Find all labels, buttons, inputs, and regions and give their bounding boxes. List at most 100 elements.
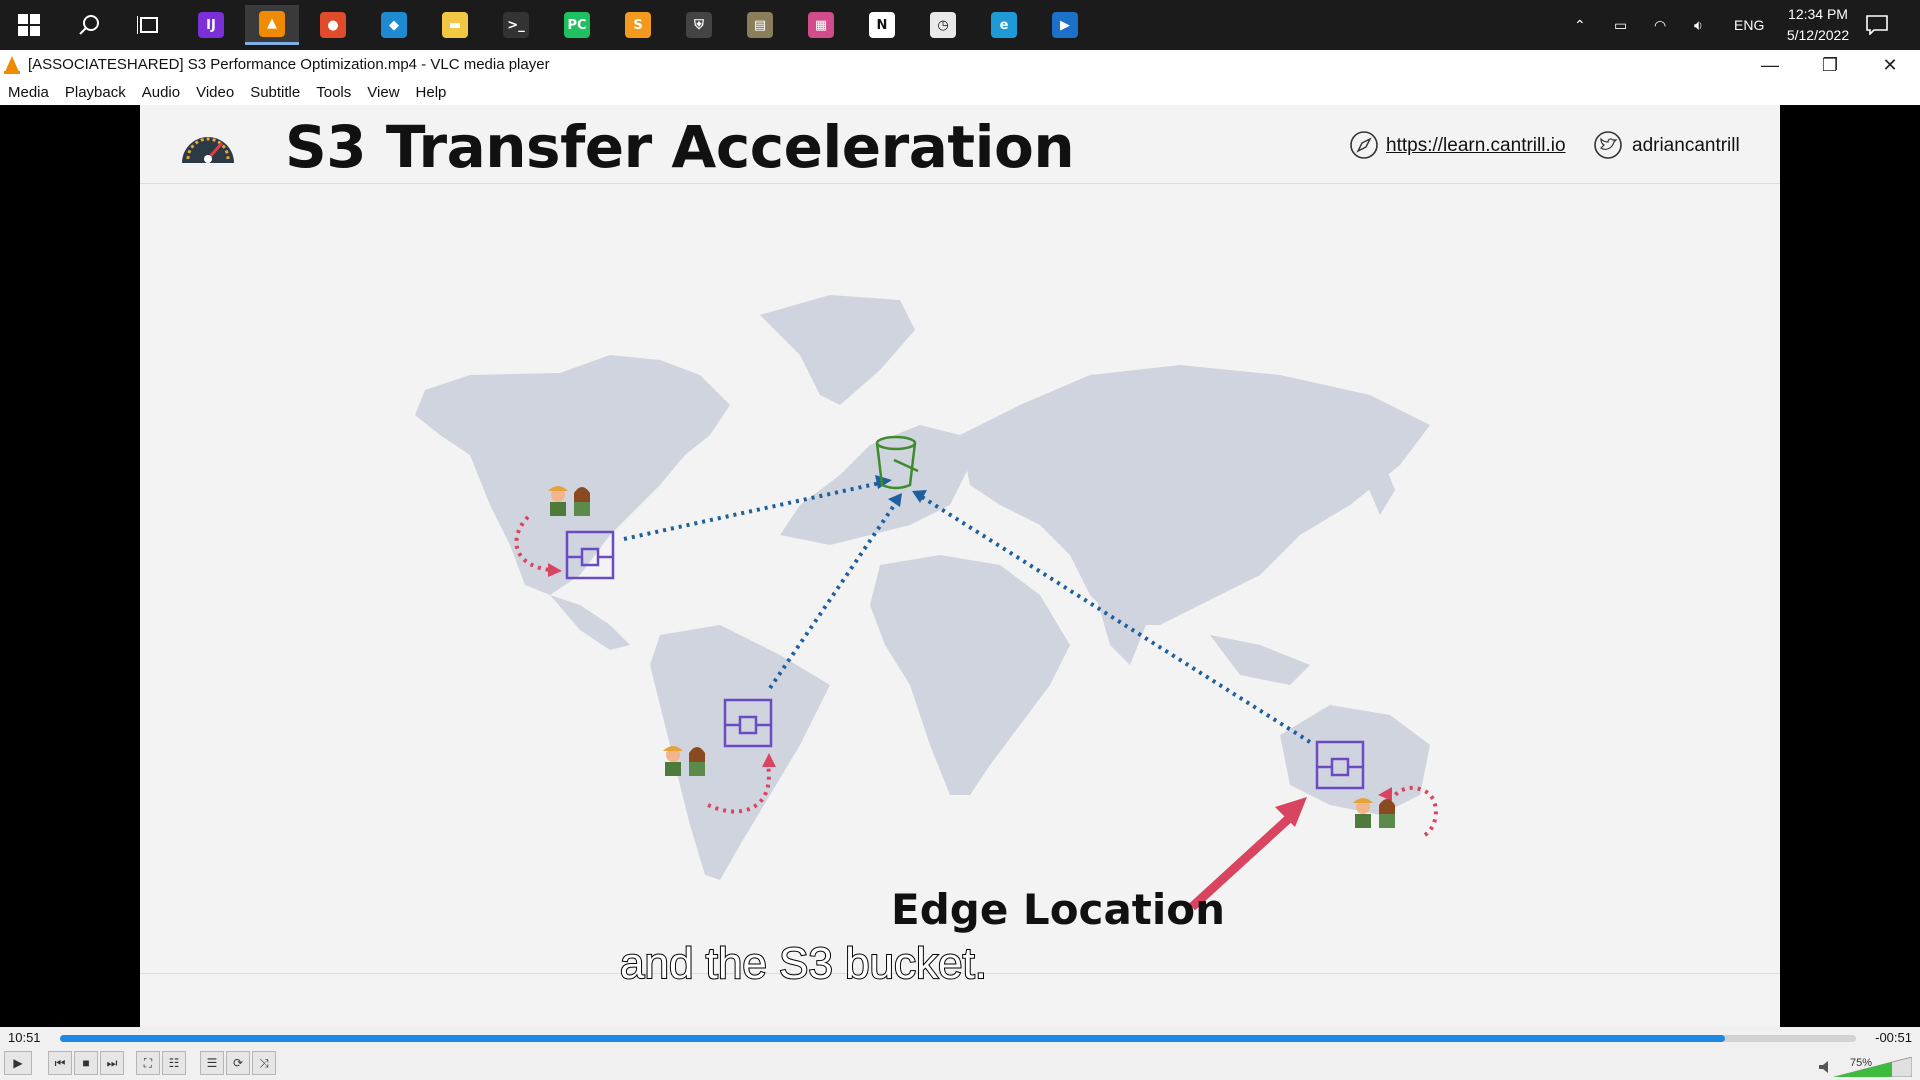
menu-media[interactable]: Media	[8, 84, 49, 101]
playlist-button[interactable]: ☰	[200, 1051, 224, 1075]
menu-bar: Media Playback Audio Video Subtitle Tool…	[0, 81, 1920, 105]
close-button[interactable]: ✕	[1882, 54, 1898, 75]
file-explorer-icon: ▬	[442, 12, 468, 38]
task-view-button[interactable]	[122, 5, 176, 45]
clock-app-icon: ◷	[930, 12, 956, 38]
media-app-icon: ▶	[1052, 12, 1078, 38]
vlc-icon: ▲	[259, 10, 285, 37]
search-button[interactable]	[62, 5, 116, 45]
seek-bar[interactable]	[60, 1035, 1856, 1042]
stop-icon: ■	[82, 1056, 90, 1070]
remaining-time[interactable]: -00:51	[1875, 1030, 1912, 1045]
footer-divider	[140, 973, 1780, 974]
volume-icon[interactable]: 🔉︎	[1694, 16, 1703, 33]
task-view-icon	[137, 16, 158, 34]
clock-time: 12:34 PM	[1788, 6, 1848, 22]
next-icon: ⏭	[106, 1055, 118, 1070]
notion-icon: N	[869, 12, 895, 38]
pycharm-icon: PC	[564, 12, 590, 38]
chrome-taskbar-button[interactable]: ●	[306, 5, 360, 45]
user-group-icons	[548, 486, 1395, 828]
security-icon: ⛨	[686, 12, 712, 38]
media-app-taskbar-button[interactable]: ▶	[1038, 5, 1092, 45]
vscode-taskbar-button[interactable]: ◆	[367, 5, 421, 45]
vlc-cone-icon	[4, 56, 20, 74]
play-button[interactable]: ▶	[4, 1051, 32, 1075]
intellij-taskbar-button[interactable]: IJ	[184, 5, 238, 45]
next-button[interactable]: ⏭	[100, 1051, 124, 1075]
clock-date: 5/12/2022	[1786, 27, 1850, 43]
pink-callout-arrow	[1188, 797, 1307, 911]
menu-playback[interactable]: Playback	[64, 84, 126, 101]
windows-taskbar: IJ ▲ ● ◆ ▬ >_ PC S ⛨ ▤ ▦ N ◷ e ▶ ⌃ ▭ ◠ 🔉︎ ENG 12:34 PM…	[0, 0, 1920, 50]
accelerated-paths	[623, 481, 1312, 744]
elapsed-time: 10:51	[8, 1030, 41, 1045]
twitter-icon	[1594, 131, 1622, 159]
menu-view[interactable]: View	[367, 84, 400, 101]
tray-chevron-icon[interactable]: ⌃	[1574, 16, 1586, 33]
app-grid-icon: ▦	[808, 12, 834, 38]
edge-icon: e	[991, 12, 1017, 38]
sliders-icon: ☷	[168, 1056, 180, 1070]
intellij-icon: IJ	[198, 12, 224, 38]
shuffle-icon: ⤨	[259, 1055, 269, 1070]
edge-location-icons	[565, 530, 1365, 790]
search-icon	[79, 15, 99, 35]
speedometer-icon	[182, 137, 234, 163]
notion-taskbar-button[interactable]: N	[855, 5, 909, 45]
minimize-button[interactable]: —	[1761, 54, 1779, 75]
menu-audio[interactable]: Audio	[141, 84, 181, 101]
previous-button[interactable]: ⏮	[48, 1051, 72, 1075]
volume-slider[interactable]	[1834, 1057, 1912, 1077]
playlist-icon: ☰	[206, 1056, 218, 1070]
twitter-handle: adriancantrill	[1632, 135, 1740, 156]
chrome-icon: ●	[320, 12, 346, 38]
slide-title: S3 Transfer Acceleration	[285, 113, 1075, 181]
compass-icon	[1350, 131, 1378, 159]
security-taskbar-button[interactable]: ⛨	[672, 5, 726, 45]
language-indicator[interactable]: ENG	[1734, 17, 1765, 33]
pycharm-taskbar-button[interactable]: PC	[550, 5, 604, 45]
menu-tools[interactable]: Tools	[316, 84, 352, 101]
wifi-icon[interactable]: ◠	[1654, 16, 1667, 33]
app-book-taskbar-button[interactable]: ▤	[733, 5, 787, 45]
taskbar-clock[interactable]: 12:34 PM 5/12/2022	[1778, 4, 1858, 46]
stop-button[interactable]: ■	[74, 1051, 98, 1075]
vscode-icon: ◆	[381, 12, 407, 38]
sublime-taskbar-button[interactable]: S	[611, 5, 665, 45]
notifications-icon[interactable]	[1866, 0, 1888, 50]
window-title: [ASSOCIATESHARED] S3 Performance Optimiz…	[28, 56, 550, 73]
loop-button[interactable]: ⟳	[226, 1051, 250, 1075]
edge-taskbar-button[interactable]: e	[977, 5, 1031, 45]
restore-button[interactable]: ❐	[1821, 54, 1839, 75]
terminal-taskbar-button[interactable]: >_	[489, 5, 543, 45]
menu-video[interactable]: Video	[196, 84, 235, 101]
file-explorer-taskbar-button[interactable]: ▬	[428, 5, 482, 45]
video-area[interactable]: S3 Transfer Acceleration https://learn.c…	[0, 105, 1920, 1027]
red-arrow-heads	[548, 563, 1392, 801]
vlc-taskbar-button[interactable]: ▲	[245, 5, 299, 45]
sublime-icon: S	[625, 12, 651, 38]
extended-settings-button[interactable]: ☷	[162, 1051, 186, 1075]
menu-help[interactable]: Help	[415, 84, 447, 101]
windows-logo-icon	[18, 14, 40, 36]
header-divider	[140, 183, 1780, 184]
app-grid-taskbar-button[interactable]: ▦	[794, 5, 848, 45]
volume-level: 75%	[1849, 1057, 1872, 1069]
battery-icon[interactable]: ▭	[1614, 16, 1628, 33]
clock-app-taskbar-button[interactable]: ◷	[916, 5, 970, 45]
play-icon: ▶	[13, 1056, 23, 1070]
previous-icon: ⏮	[54, 1055, 66, 1070]
course-link[interactable]: https://learn.cantrill.io	[1386, 135, 1566, 156]
fullscreen-button[interactable]: ⛶	[136, 1051, 160, 1075]
arrow-heads	[875, 475, 927, 507]
shuffle-button[interactable]: ⤨	[252, 1051, 276, 1075]
menu-subtitle[interactable]: Subtitle	[250, 84, 301, 101]
slide-frame: S3 Transfer Acceleration https://learn.c…	[140, 105, 1780, 1027]
speaker-icon[interactable]	[1818, 1060, 1832, 1074]
seek-bar-progress	[60, 1035, 1725, 1042]
start-button[interactable]	[2, 5, 56, 45]
video-subtitle: and the S3 bucket.	[619, 938, 988, 989]
s3-bucket-icon	[875, 435, 919, 490]
world-map-diagram	[415, 295, 1438, 911]
